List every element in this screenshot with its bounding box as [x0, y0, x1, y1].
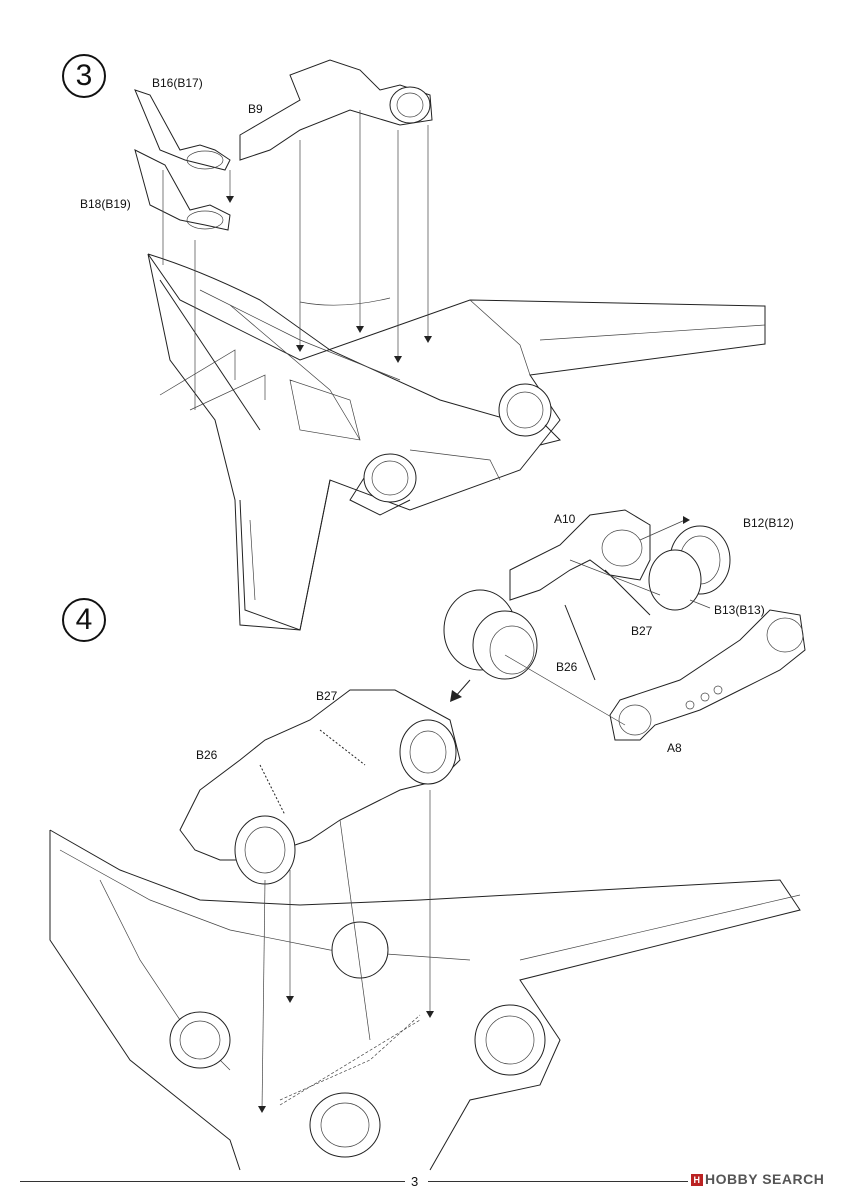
part-label-b26-step4: B26 [196, 748, 218, 762]
part-label-b26-sub: B26 [556, 660, 578, 674]
engine-subassembly-drawing [443, 509, 806, 741]
part-label-b16: B16(B17) [152, 76, 203, 90]
part-label-a10: A10 [554, 512, 576, 526]
part-label-b18: B18(B19) [80, 197, 131, 211]
step-3-number: 3 [75, 59, 93, 92]
step-3-marker: 3 [62, 54, 106, 98]
footer-rule-right [428, 1181, 688, 1182]
watermark-text: HOBBY SEARCH [705, 1171, 825, 1187]
step3-fuselage-drawing [134, 59, 766, 631]
part-label-b27-step4: B27 [316, 689, 338, 703]
part-label-b13: B13(B13) [714, 603, 765, 617]
part-label-a8: A8 [667, 741, 682, 755]
page-number: 3 [411, 1174, 419, 1189]
step-4-number: 4 [75, 603, 93, 636]
step4-fuselage-drawing [49, 689, 801, 1171]
part-label-b12: B12(B12) [743, 516, 794, 530]
step-4-marker: 4 [62, 598, 106, 642]
hobby-search-logo-icon: H [691, 1174, 703, 1186]
part-label-b27-sub: B27 [631, 624, 653, 638]
part-label-b9: B9 [248, 102, 263, 116]
footer-rule-left [20, 1181, 405, 1182]
